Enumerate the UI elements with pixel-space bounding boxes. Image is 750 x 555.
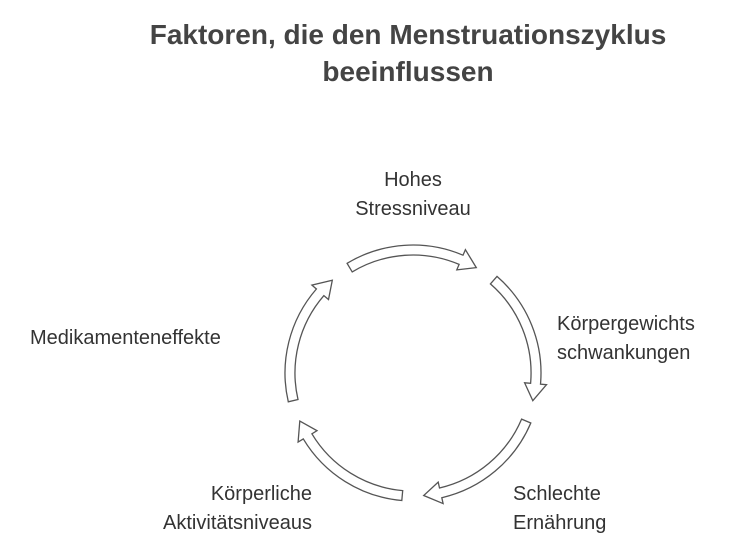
node-label: Medikamenteneffekte <box>30 327 221 349</box>
node-label: Schlechte <box>513 483 601 505</box>
node-label: Ernährung <box>513 512 607 534</box>
cycle-arrow-icon <box>422 418 532 505</box>
node-label: Körperliche <box>210 483 312 505</box>
cycle-arrow-icon <box>346 244 478 273</box>
diagram-title: Faktoren, die den Menstruationszyklus be… <box>108 16 708 90</box>
node-medication: Medikamenteneffekte <box>30 324 221 353</box>
node-label: Aktivitätsniveaus <box>163 512 312 534</box>
cycle-arrow-icon <box>489 275 548 402</box>
cycle-arrow-icon <box>297 420 404 502</box>
node-activity: Körperliche Aktivitätsniveaus <box>112 480 312 538</box>
node-label: Körpergewichts <box>557 313 695 335</box>
title-line-1: Faktoren, die den Menstruationszyklus <box>149 19 667 50</box>
node-label: Stressniveau <box>355 198 471 220</box>
node-label: schwankungen <box>557 342 691 364</box>
node-weight: Körpergewichts schwankungen <box>557 310 695 368</box>
node-stress: Hohes Stressniveau <box>313 166 513 224</box>
node-label: Hohes <box>384 169 442 191</box>
node-nutrition: Schlechte Ernährung <box>513 480 606 538</box>
cycle-arrow-icon <box>284 279 334 403</box>
title-line-2: beeinflussen <box>322 56 494 87</box>
